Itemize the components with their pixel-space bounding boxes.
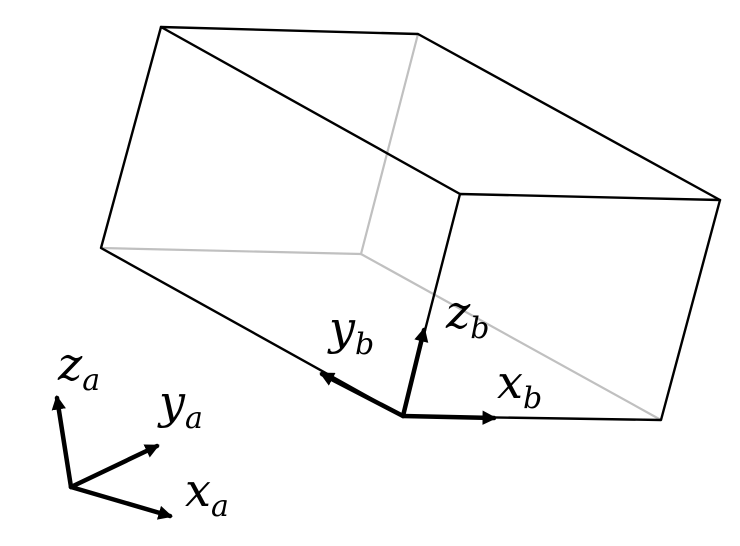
frame-a-z-axis xyxy=(51,395,74,490)
frame-a-x-axis xyxy=(68,484,173,520)
hidden-edge-vertical xyxy=(359,32,420,256)
frame-b-x-axis xyxy=(400,410,497,425)
hidden-edge-right xyxy=(359,252,663,422)
hidden-edges xyxy=(99,32,663,422)
frame-a-x-label: xa xyxy=(185,463,229,524)
frame-a-y-axis xyxy=(68,443,160,490)
frame-a-axes xyxy=(51,395,173,520)
frame-b-z-axis xyxy=(400,327,429,419)
frame-a-y-label: ya xyxy=(157,375,203,436)
frame-b-x-label: xb xyxy=(497,355,542,416)
visible-edges xyxy=(99,25,722,422)
frame-b-z-label: zb xyxy=(445,285,489,346)
frame-b-axes xyxy=(319,327,497,425)
frame-b-y-label: yb xyxy=(327,301,374,362)
frame-b-y-axis xyxy=(319,371,406,419)
box-top-face-edges xyxy=(159,25,722,202)
hidden-edge-left xyxy=(99,246,363,256)
frame-a-z-label: za xyxy=(57,337,100,398)
box-left-face-edges xyxy=(99,25,462,418)
